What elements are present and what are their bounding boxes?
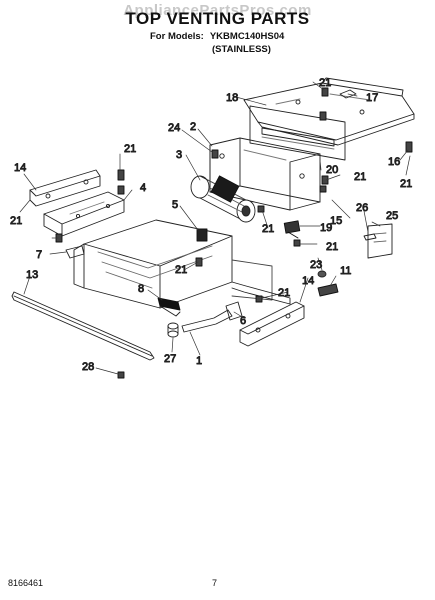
callout-17: 17 bbox=[366, 92, 378, 104]
part-6-bracket bbox=[225, 301, 243, 321]
page-title: TOP VENTING PARTS bbox=[125, 9, 310, 28]
part-17-clip bbox=[339, 89, 357, 99]
callout-21-switch: 21 bbox=[326, 241, 338, 253]
callout-15: 15 bbox=[330, 215, 342, 227]
callout-11: 11 bbox=[340, 265, 351, 277]
callout-14-right: 14 bbox=[302, 275, 314, 287]
part-1-link bbox=[181, 309, 233, 333]
callout-21-top: 21 bbox=[319, 77, 331, 89]
part-20-slotted-plate bbox=[249, 105, 346, 161]
callout-8: 8 bbox=[138, 283, 144, 295]
callout-6: 6 bbox=[240, 315, 246, 327]
callout-21-upper-left: 21 bbox=[124, 143, 136, 155]
callout-21-center: 21 bbox=[262, 223, 274, 235]
callout-24: 24 bbox=[168, 122, 180, 134]
model-variant: (STAINLESS) bbox=[212, 44, 271, 55]
callout-1: 1 bbox=[196, 355, 202, 367]
callout-13: 13 bbox=[26, 269, 38, 281]
watermark: AppliancePartsPros.com bbox=[123, 2, 312, 19]
callout-labels: 21 17 18 2 24 3 20 21 16 21 14 21 4 21 7… bbox=[10, 77, 413, 374]
part-15-flange bbox=[231, 281, 291, 305]
part-13-trim-strip bbox=[11, 291, 155, 361]
part-7-clip bbox=[65, 245, 85, 259]
models-label: For Models: bbox=[150, 31, 204, 42]
part-19-switch bbox=[283, 220, 301, 239]
callout-27: 27 bbox=[164, 353, 176, 365]
callout-14-left: 14 bbox=[14, 162, 26, 174]
part-14-left-bracket bbox=[29, 169, 101, 207]
callout-19: 19 bbox=[320, 222, 332, 234]
callout-21-right: 21 bbox=[400, 178, 412, 190]
part-5-duct-housing bbox=[73, 219, 273, 309]
callout-21-vent: 21 bbox=[354, 171, 366, 183]
part-8-lever bbox=[157, 297, 181, 317]
part-25-control-board bbox=[367, 223, 393, 259]
part-14-right-bracket bbox=[239, 301, 305, 347]
part-3-blower-motor bbox=[190, 175, 256, 223]
callout-5: 5 bbox=[172, 199, 178, 211]
callout-21-duct: 21 bbox=[175, 264, 187, 276]
callout-2: 2 bbox=[190, 121, 196, 133]
callout-4: 4 bbox=[140, 182, 146, 194]
part-27-bushing bbox=[167, 322, 179, 338]
page-number: 7 bbox=[212, 578, 218, 588]
callout-26: 26 bbox=[356, 202, 368, 214]
callout-18: 18 bbox=[226, 92, 238, 104]
callout-16: 16 bbox=[388, 156, 400, 168]
model-number: YKBMC140HS04 bbox=[209, 31, 285, 42]
part-18-vent-cover bbox=[243, 77, 415, 146]
callout-23: 23 bbox=[310, 259, 322, 271]
part-23-grommet bbox=[317, 270, 327, 278]
document-number: 8166461 bbox=[8, 578, 44, 588]
callout-28: 28 bbox=[82, 361, 94, 373]
screws bbox=[55, 87, 413, 379]
callout-20: 20 bbox=[326, 164, 338, 176]
callout-21-lower: 21 bbox=[278, 287, 290, 299]
part-26-tab bbox=[363, 233, 377, 241]
part-4-air-duct bbox=[43, 191, 125, 237]
part-11-hinge bbox=[317, 283, 339, 297]
leader-lines bbox=[19, 81, 411, 375]
callout-3: 3 bbox=[176, 149, 182, 161]
callout-21-left: 21 bbox=[10, 215, 22, 227]
callout-25: 25 bbox=[386, 210, 398, 222]
models-line: For Models: YKBMC140HS04 bbox=[150, 31, 284, 42]
callout-7: 7 bbox=[36, 249, 42, 261]
